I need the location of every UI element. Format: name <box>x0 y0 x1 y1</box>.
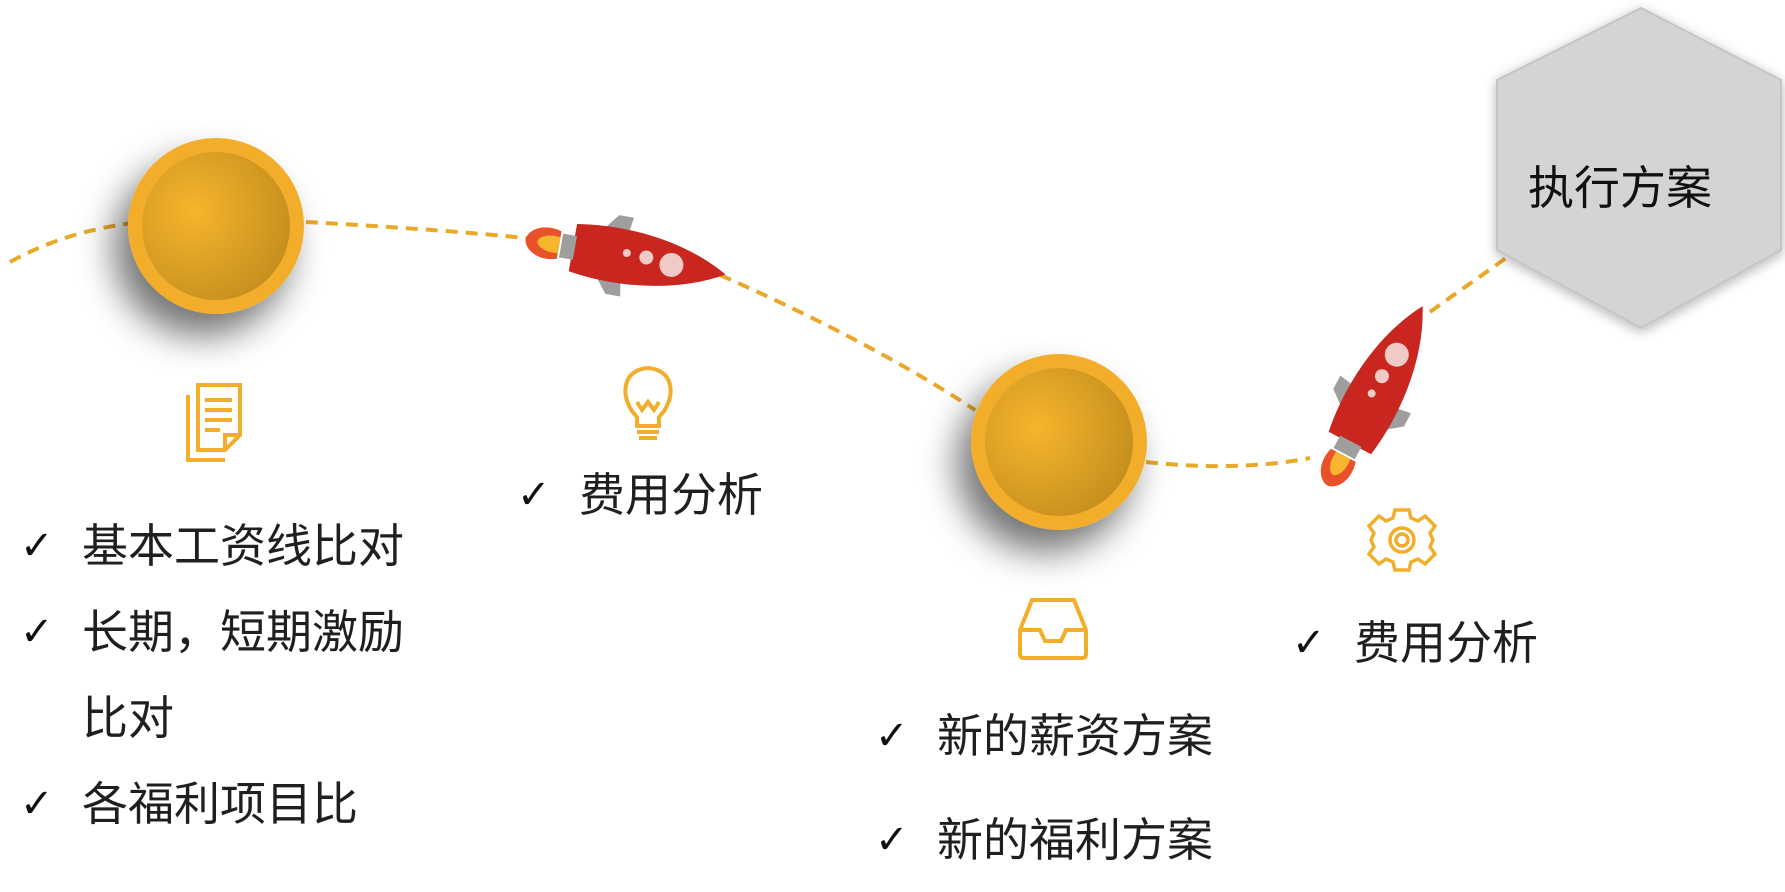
inbox-tray-icon <box>1018 598 1088 660</box>
timeline-diagram <box>9 6 1782 660</box>
milestone-circle-2 <box>971 354 1147 530</box>
checklist-d: ✓ 费用分析 <box>1292 600 1612 686</box>
checklist-a: ✓ 基本工资线比对 ✓ 长期，短期激励比对 ✓ 各福利项目比 <box>20 503 440 847</box>
list-item: ✓ 新的福利方案 <box>875 788 1295 892</box>
list-item-text: 各福利项目比 <box>82 777 358 831</box>
list-item-text: 新的薪资方案 <box>937 709 1213 763</box>
hexagon-shape <box>1496 6 1782 330</box>
list-item: ✓ 费用分析 <box>517 452 837 538</box>
list-item-text: 费用分析 <box>579 468 763 522</box>
list-item: ✓ 长期，短期激励比对 <box>20 589 440 761</box>
check-icon: ✓ <box>517 472 551 518</box>
gear-icon <box>1366 508 1438 572</box>
list-item: ✓ 基本工资线比对 <box>20 503 440 589</box>
checklist-b: ✓ 费用分析 <box>517 452 837 538</box>
checklist-c: ✓ 新的薪资方案 ✓ 新的福利方案 <box>875 684 1295 892</box>
list-item-text: 长期，短期激励比对 <box>82 605 404 745</box>
list-item-text: 基本工资线比对 <box>82 519 404 573</box>
list-item: ✓ 新的薪资方案 <box>875 684 1295 788</box>
hexagon-label: 执行方案 <box>1528 161 1712 215</box>
list-item: ✓ 费用分析 <box>1292 600 1612 686</box>
check-icon: ✓ <box>1292 620 1326 666</box>
check-icon: ✓ <box>875 817 909 863</box>
check-icon: ✓ <box>20 781 54 827</box>
list-item-text: 新的福利方案 <box>937 813 1213 867</box>
rocket-icon <box>525 215 726 297</box>
milestone-circle-1 <box>128 138 304 314</box>
document-icon <box>186 383 242 462</box>
check-icon: ✓ <box>875 713 909 759</box>
lightbulb-icon <box>623 365 673 440</box>
list-item-text: 费用分析 <box>1354 616 1538 670</box>
check-icon: ✓ <box>20 523 54 569</box>
rocket-icon <box>1320 306 1423 487</box>
list-item: ✓ 各福利项目比 <box>20 761 440 847</box>
dashed-path <box>9 220 1512 469</box>
check-icon: ✓ <box>20 609 54 655</box>
